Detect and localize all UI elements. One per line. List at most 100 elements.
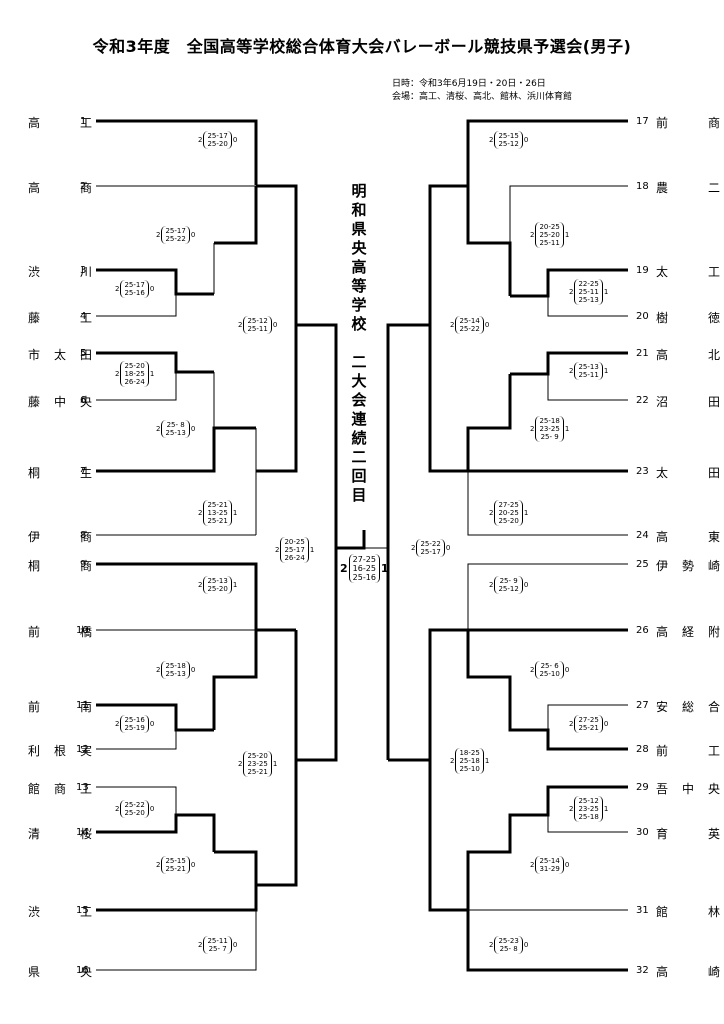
team-number: 6	[80, 395, 87, 406]
bracket-line	[466, 785, 628, 910]
banner-char: 会	[351, 391, 367, 409]
bracket-line	[428, 184, 468, 325]
team-name: 館商工	[28, 782, 92, 796]
team-number: 10	[76, 625, 89, 636]
bracket-line	[547, 374, 628, 401]
bracket-line	[510, 351, 628, 376]
bracket-line	[96, 850, 258, 912]
team-number: 20	[636, 311, 649, 322]
team-name: 太 田	[656, 466, 720, 480]
bracket-line	[428, 325, 628, 473]
banner-char: 連	[351, 410, 367, 428]
team-number: 21	[636, 348, 649, 359]
team-name: 前 南	[28, 700, 92, 714]
bracket-line	[96, 372, 177, 401]
bracket-line	[96, 119, 258, 185]
bracket-line	[212, 630, 258, 730]
banner-char	[349, 334, 369, 353]
team-name: 前 工	[656, 744, 720, 758]
team-number: 27	[636, 700, 649, 711]
bracket-line	[96, 426, 256, 473]
team-number: 32	[636, 965, 649, 976]
team-name: 渋 工	[28, 905, 92, 919]
bracket-line	[96, 730, 177, 750]
team-number: 26	[636, 625, 649, 636]
bracket-line	[96, 910, 257, 971]
team-name: 前 商	[656, 116, 720, 130]
banner-char: 県	[351, 220, 367, 238]
team-number: 8	[80, 530, 87, 541]
team-number: 29	[636, 782, 649, 793]
team-number: 17	[636, 116, 649, 127]
bracket-line	[547, 704, 628, 730]
team-name: 高 崎	[656, 965, 720, 979]
team-name: 太 工	[656, 265, 720, 279]
banner-char: 等	[351, 277, 367, 295]
team-number: 14	[76, 827, 89, 838]
bracket-line	[96, 562, 296, 632]
team-name: 高 北	[656, 348, 720, 362]
banner-char: 和	[351, 201, 367, 219]
bracket-line	[256, 630, 298, 887]
team-name: 藤中央	[28, 395, 92, 409]
team-number: 25	[636, 559, 649, 570]
bracket-line	[96, 813, 216, 852]
team-name: 清 桜	[28, 827, 92, 841]
bracket-line	[336, 530, 366, 550]
team-name: 桐 生	[28, 466, 92, 480]
team-name: 樹 徳	[656, 311, 720, 325]
team-name: 伊 商	[28, 530, 92, 544]
banner-char: 回	[351, 467, 367, 485]
bracket-line	[388, 758, 628, 972]
bracket-line	[547, 815, 628, 833]
team-name: 伊勢崎	[656, 559, 720, 573]
team-number: 2	[80, 181, 87, 192]
banner-char: 続	[351, 429, 367, 447]
bracket-line	[96, 294, 177, 317]
bracket-line	[96, 703, 214, 732]
team-name: 藤 工	[28, 311, 92, 325]
bracket-line	[466, 374, 512, 471]
team-number: 22	[636, 395, 649, 406]
team-name: 高 商	[28, 181, 92, 195]
team-number: 5	[80, 348, 87, 359]
team-name: 渋 川	[28, 265, 92, 279]
banner-char: 校	[351, 315, 367, 333]
bracket-line	[467, 563, 628, 630]
bracket-line	[296, 533, 338, 762]
bracket-line	[256, 325, 298, 473]
team-number: 1	[80, 116, 87, 127]
team-name: 高経附	[656, 625, 720, 639]
team-name: 高 東	[656, 530, 720, 544]
team-number: 4	[80, 311, 87, 322]
venues-text: 会場：高工、清桜、高北、館林、浜川体育館	[392, 92, 573, 102]
team-number: 9	[80, 559, 87, 570]
champion-banner: 明和県央高等学校 二大会連続二回目	[349, 182, 369, 505]
bracket-line	[214, 186, 258, 245]
team-name: 農 二	[656, 181, 720, 195]
banner-char: 央	[351, 239, 367, 257]
bracket-line	[386, 323, 430, 760]
bracket-line	[428, 628, 628, 760]
team-number: 13	[76, 782, 89, 793]
page-title: 令和3年度 全国高等学校総合体育大会バレーボール競技県予選会(男子)	[92, 37, 632, 56]
team-name: 館 林	[656, 905, 720, 919]
bracket-line	[96, 351, 214, 374]
team-number: 7	[80, 466, 87, 477]
banner-char: 目	[351, 486, 367, 504]
team-name: 育 英	[656, 827, 720, 841]
